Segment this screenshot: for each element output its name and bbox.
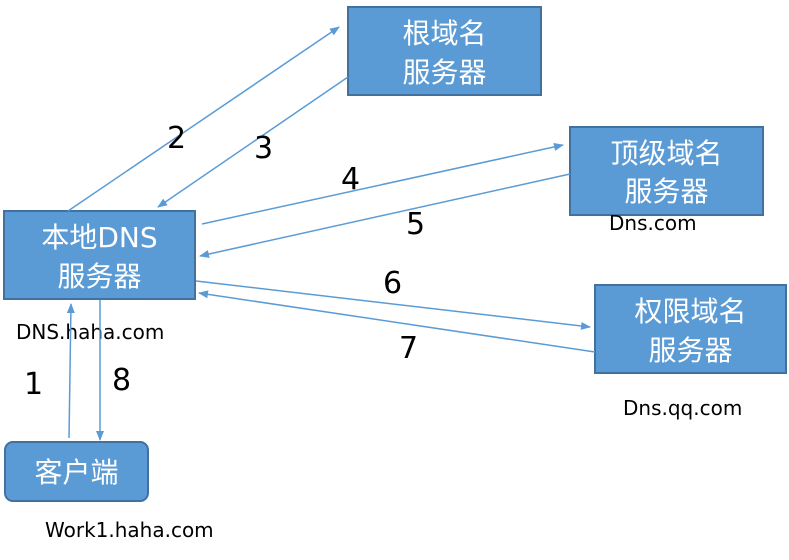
arrow-step-6 bbox=[195, 280, 591, 330]
client-caption: Work1.haha.com bbox=[45, 518, 214, 542]
authoritative-server-caption: Dns.qq.com bbox=[623, 396, 742, 420]
authoritative-server-label-line2: 服务器 bbox=[648, 334, 732, 367]
step-label-8: 8 bbox=[112, 363, 131, 398]
arrow-step-7 bbox=[198, 290, 596, 353]
arrow-step-2 bbox=[67, 26, 340, 212]
root-server-label-line1: 根域名 bbox=[402, 17, 486, 50]
arrow-step-5 bbox=[199, 173, 571, 258]
local-dns-label-line1: 本地DNS bbox=[41, 221, 157, 254]
tld-server-caption: Dns.com bbox=[609, 211, 697, 235]
client-node: 客户端 bbox=[4, 441, 149, 502]
authoritative-server-node: 权限域名 服务器 bbox=[594, 284, 787, 374]
arrow-step-4 bbox=[201, 143, 564, 225]
step-label-5: 5 bbox=[406, 207, 425, 242]
tld-server-label-line1: 顶级域名 bbox=[610, 137, 722, 170]
arrow-step-3 bbox=[157, 76, 349, 208]
local-dns-caption: DNS.haha.com bbox=[16, 320, 164, 344]
step-label-4: 4 bbox=[341, 162, 360, 197]
step-label-2: 2 bbox=[167, 121, 186, 156]
step-label-3: 3 bbox=[254, 131, 273, 166]
tld-server-node: 顶级域名 服务器 bbox=[569, 126, 764, 216]
root-server-label-line2: 服务器 bbox=[402, 56, 486, 89]
tld-server-label-line2: 服务器 bbox=[624, 175, 708, 208]
step-label-7: 7 bbox=[399, 331, 418, 366]
local-dns-label-line2: 服务器 bbox=[57, 260, 141, 293]
step-label-6: 6 bbox=[383, 266, 402, 301]
step-label-1: 1 bbox=[24, 367, 43, 402]
arrow-step-1 bbox=[66, 303, 75, 439]
local-dns-server-node: 本地DNS 服务器 bbox=[3, 210, 196, 300]
root-server-node: 根域名 服务器 bbox=[347, 6, 542, 96]
authoritative-server-label-line1: 权限域名 bbox=[634, 295, 746, 328]
client-label: 客户端 bbox=[34, 456, 118, 489]
